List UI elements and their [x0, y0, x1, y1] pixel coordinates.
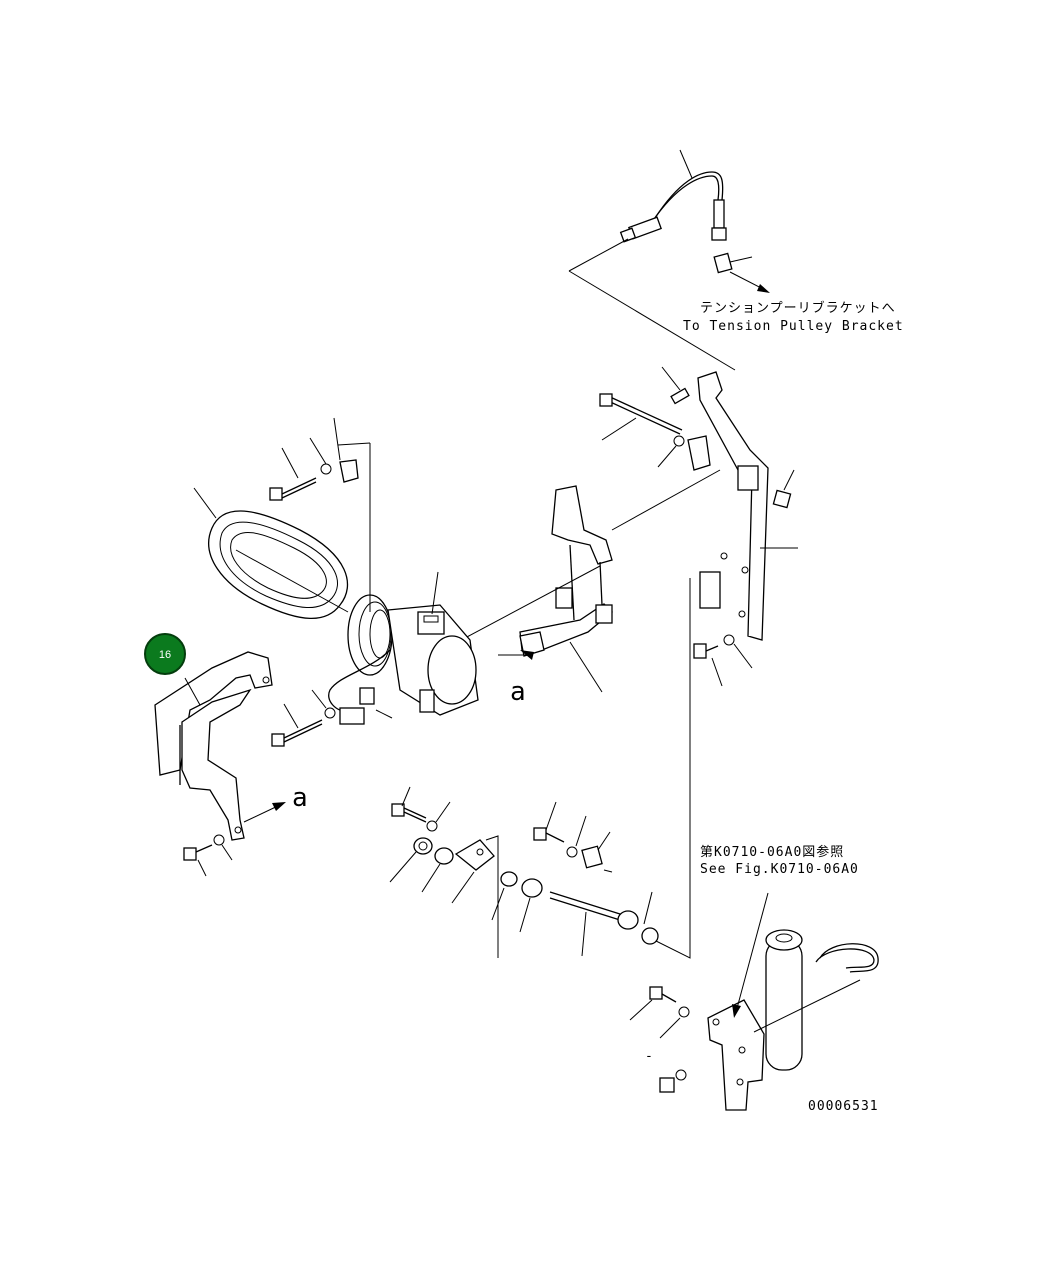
callout-16-badge[interactable]	[144, 633, 186, 675]
see-fig-label-jp: 第K0710-06A0図参照	[700, 844, 844, 860]
lower-hardware	[389, 786, 659, 958]
compressor	[269, 417, 479, 747]
tension-label-jp: テンションプーリブラケットへ	[700, 300, 896, 316]
v-belt	[193, 487, 349, 620]
tension-label-en: To Tension Pulley Bracket	[683, 319, 904, 334]
drawing-number: 00006531	[808, 1099, 879, 1114]
view-a-label-guard: a	[292, 783, 308, 813]
view-a-label-compressor: a	[510, 677, 526, 707]
callout-16-number: 16	[159, 649, 171, 661]
hose-assembly	[568, 149, 770, 371]
see-fig-label-en: See Fig.K0710-06A0	[700, 862, 859, 877]
callout-16[interactable]: 16	[144, 633, 186, 675]
middle-bracket	[464, 469, 721, 693]
receiver-assembly	[629, 892, 879, 1111]
dash-label: -	[645, 1049, 654, 1064]
right-bracket	[599, 366, 798, 959]
belt-guard	[154, 651, 286, 877]
